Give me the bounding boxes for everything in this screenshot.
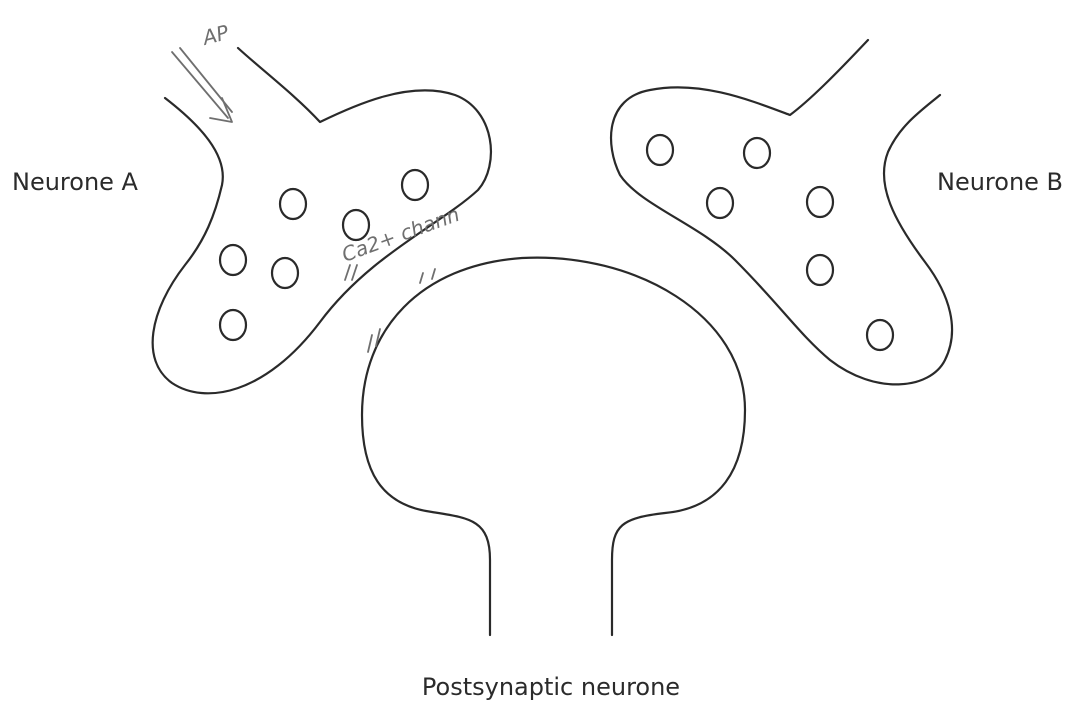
vesicle	[402, 170, 428, 200]
vesicle	[647, 135, 673, 165]
neurone-b-label: Neurone B	[937, 168, 1063, 196]
vesicle	[707, 188, 733, 218]
neurone-b-outline	[611, 40, 952, 384]
postsynaptic-neurone-label: Postsynaptic neurone	[422, 673, 680, 701]
vesicle	[744, 138, 770, 168]
vesicle	[220, 245, 246, 275]
vesicle	[807, 187, 833, 217]
neurone-a-label: Neurone A	[12, 168, 139, 196]
vesicle	[280, 189, 306, 219]
postsynaptic-neurone-outline	[362, 258, 745, 635]
vesicle	[807, 255, 833, 285]
ap-annotation: AP	[198, 20, 232, 51]
neurone-b-vesicles	[647, 135, 893, 350]
vesicle	[272, 258, 298, 288]
vesicle	[867, 320, 893, 350]
vesicle	[220, 310, 246, 340]
channel-marks-icon	[345, 265, 435, 352]
